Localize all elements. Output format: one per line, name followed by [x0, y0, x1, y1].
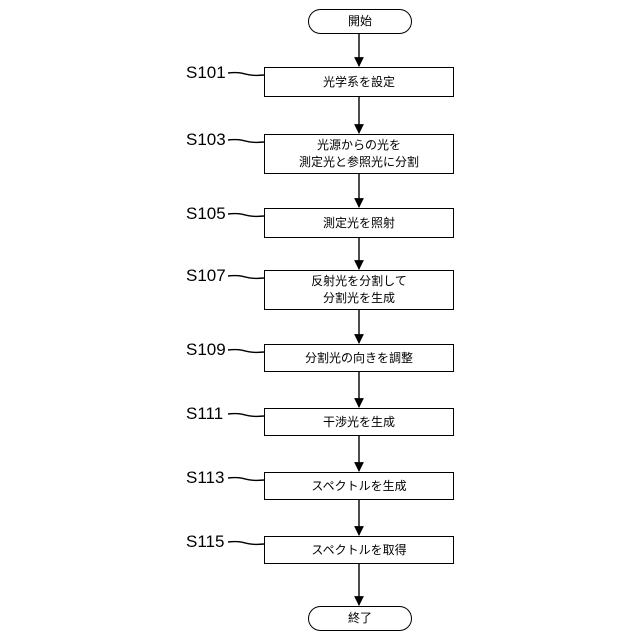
leader-line-s105: [228, 214, 264, 217]
step-box-s113: スペクトルを生成: [264, 472, 454, 500]
step-text-line: スペクトルを取得: [311, 542, 406, 559]
start-terminal: 開始: [308, 9, 412, 34]
step-box-s109: 分割光の向きを調整: [264, 344, 454, 372]
step-text-line: 測定光を照射: [323, 215, 395, 232]
step-text-line: 分割光の向きを調整: [305, 350, 413, 367]
step-text-line: 干渉光を生成: [323, 414, 395, 431]
step-label-s113: S113: [186, 468, 224, 488]
leader-line-s113: [228, 478, 264, 481]
leader-line-s109: [228, 350, 264, 353]
step-box-s115: スペクトルを取得: [264, 536, 454, 564]
step-text-line: 光学系を設定: [323, 74, 395, 91]
step-box-s111: 干渉光を生成: [264, 408, 454, 436]
leader-line-s111: [228, 414, 264, 417]
leader-line-s115: [228, 542, 264, 545]
step-box-s101: 光学系を設定: [264, 67, 454, 97]
step-label-s101: S101: [186, 63, 226, 83]
step-text-line: 測定光と参照光に分割: [299, 154, 419, 171]
step-label-s103: S103: [186, 130, 226, 150]
step-box-s103: 光源からの光を測定光と参照光に分割: [264, 134, 454, 174]
step-text-line: 分割光を生成: [323, 290, 395, 307]
leader-line-s103: [228, 140, 264, 143]
step-box-s105: 測定光を照射: [264, 208, 454, 238]
step-label-s107: S107: [186, 266, 226, 286]
end-terminal: 終了: [308, 606, 412, 631]
step-text-line: スペクトルを生成: [311, 478, 406, 495]
leader-line-s107: [228, 276, 264, 279]
step-text-line: 反射光を分割して: [311, 273, 407, 290]
step-box-s107: 反射光を分割して分割光を生成: [264, 270, 454, 310]
step-label-s105: S105: [186, 204, 226, 224]
step-label-s115: S115: [186, 532, 224, 552]
step-label-s111: S111: [186, 404, 223, 424]
step-label-s109: S109: [186, 340, 226, 360]
step-text-line: 光源からの光を: [317, 137, 401, 154]
leader-line-s101: [228, 73, 264, 76]
